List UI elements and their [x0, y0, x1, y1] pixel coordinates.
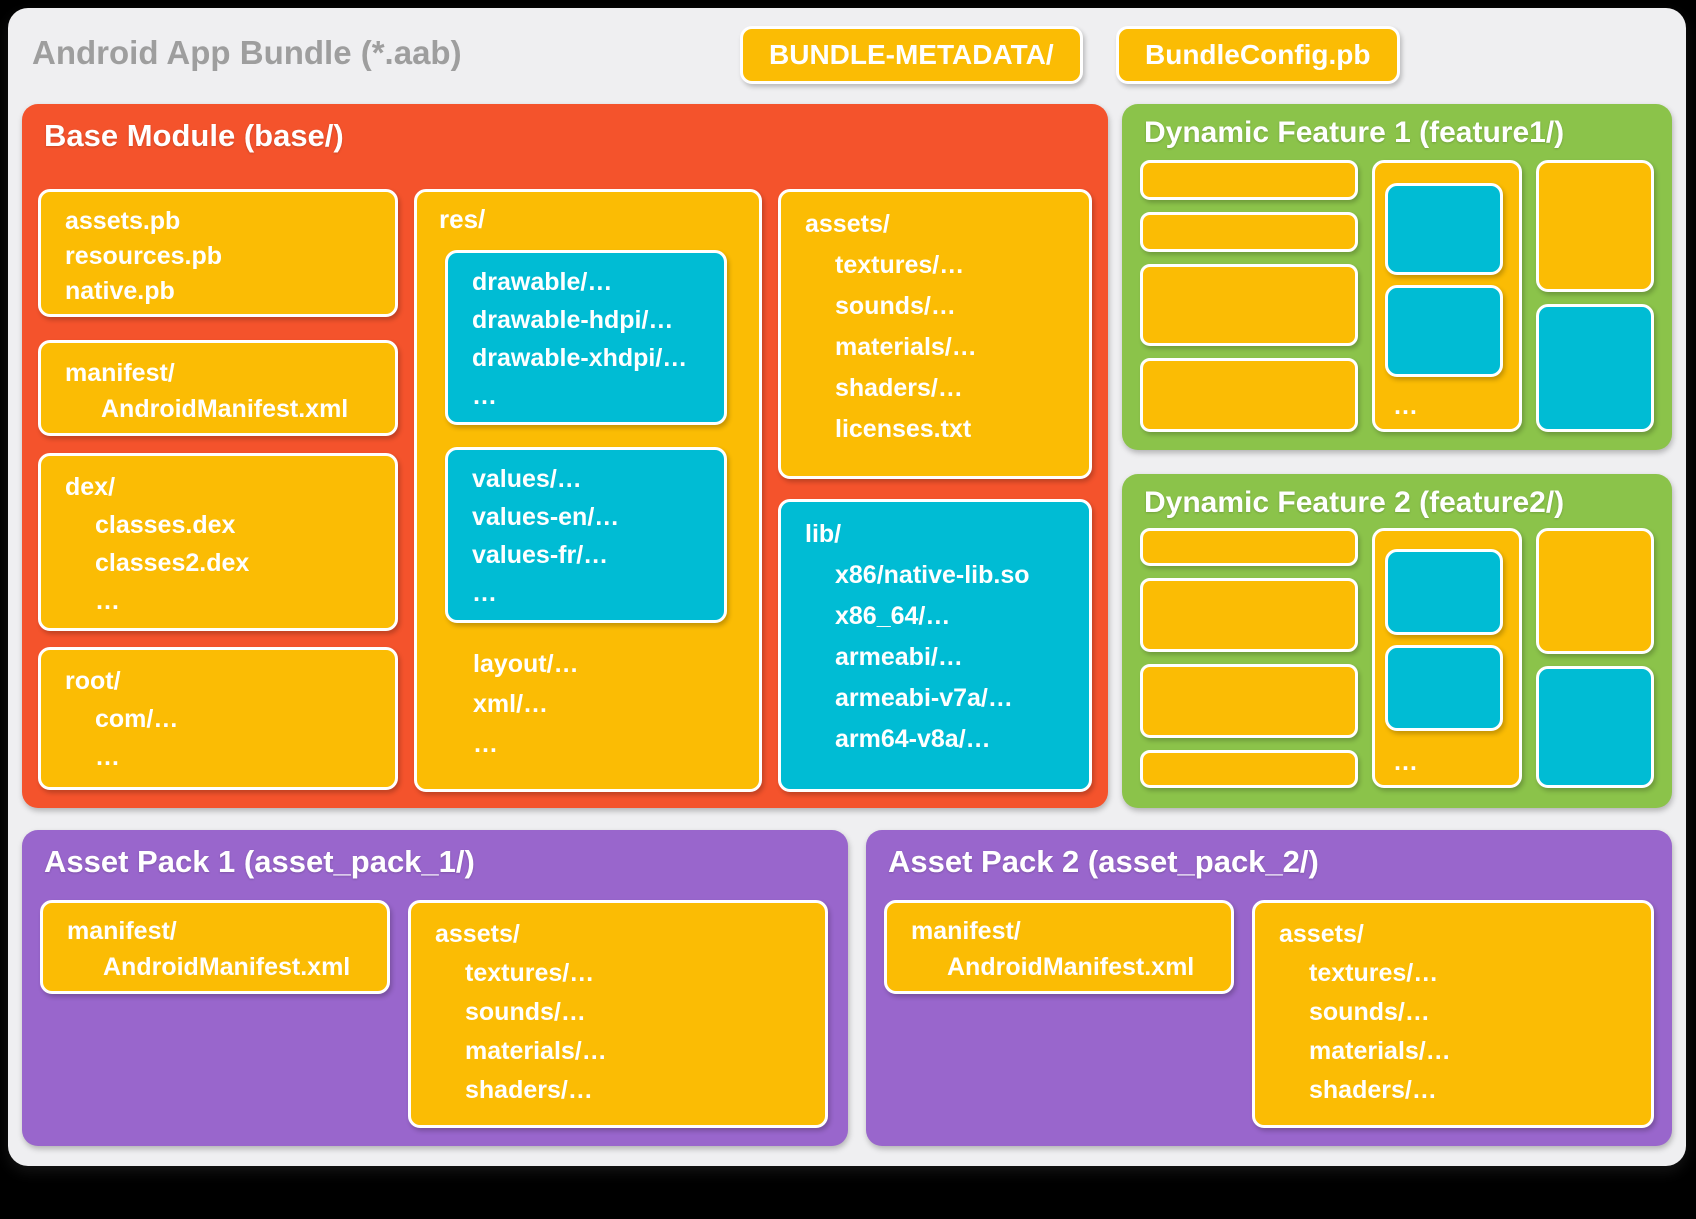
folder-line: lib/: [805, 520, 842, 548]
folder-line: textures/…: [835, 251, 965, 279]
ellipsis-line: …: [472, 579, 497, 607]
folder-line: values-fr/…: [472, 541, 609, 569]
mini-file-bar: [1140, 750, 1358, 788]
folder-line: manifest/: [911, 917, 1021, 945]
file-line: resources.pb: [65, 242, 223, 270]
file-line: com/…: [95, 705, 179, 733]
folder-line: armeabi/…: [835, 643, 963, 671]
folder-line: shaders/…: [465, 1076, 593, 1104]
base-manifest-box: manifest/ AndroidManifest.xml: [38, 340, 398, 436]
mini-config-box: [1385, 183, 1503, 275]
mini-lib-box: [1536, 666, 1654, 788]
mini-res-container: …: [1372, 528, 1522, 788]
ellipsis-line: …: [472, 382, 497, 410]
base-module-title: Base Module (base/): [44, 118, 344, 153]
folder-line: drawable-xhdpi/…: [472, 344, 688, 372]
file-line: native.pb: [65, 277, 175, 305]
base-module: Base Module (base/) assets.pb resources.…: [22, 104, 1108, 808]
folder-line: x86_64/…: [835, 602, 951, 630]
mini-file-bar: [1140, 160, 1358, 200]
folder-line: sounds/…: [1309, 998, 1430, 1026]
mini-file-bar: [1140, 264, 1358, 346]
values-box: values/… values-en/… values-fr/… …: [445, 447, 727, 623]
folder-line: dex/: [65, 473, 116, 501]
folder-line: manifest/: [65, 359, 175, 387]
file-line: AndroidManifest.xml: [101, 395, 349, 423]
dynamic-feature-1-title: Dynamic Feature 1 (feature1/): [1144, 116, 1565, 149]
pb-files-box: assets.pb resources.pb native.pb: [38, 189, 398, 317]
asset-pack-1-title: Asset Pack 1 (asset_pack_1/): [44, 844, 475, 879]
bundle-config-chip: BundleConfig.pb: [1116, 26, 1400, 84]
folder-line: drawable-hdpi/…: [472, 306, 674, 334]
pack-manifest-box: manifest/ AndroidManifest.xml: [884, 900, 1234, 994]
folder-line: layout/…: [473, 650, 579, 678]
mini-file-bar: [1140, 528, 1358, 566]
folder-line: assets/: [805, 210, 890, 238]
mini-asset-box: [1536, 160, 1654, 292]
mini-file-bar: [1140, 358, 1358, 432]
asset-pack-2: Asset Pack 2 (asset_pack_2/) manifest/ A…: [866, 830, 1672, 1146]
dynamic-feature-2-title: Dynamic Feature 2 (feature2/): [1144, 486, 1565, 519]
file-line: classes.dex: [95, 511, 236, 539]
pack-assets-box: assets/ textures/… sounds/… materials/… …: [408, 900, 828, 1128]
root-box: root/ com/… …: [38, 647, 398, 790]
folder-line: assets/: [1279, 920, 1364, 948]
res-label: res/: [439, 204, 486, 234]
mini-asset-box: [1536, 528, 1654, 654]
ellipsis-line: …: [95, 587, 120, 615]
dynamic-feature-1: Dynamic Feature 1 (feature1/) …: [1122, 104, 1672, 450]
asset-pack-2-title: Asset Pack 2 (asset_pack_2/): [888, 844, 1319, 879]
folder-line: values/…: [472, 465, 582, 493]
folder-line: shaders/…: [835, 374, 963, 402]
base-assets-box: assets/ textures/… sounds/… materials/… …: [778, 189, 1092, 479]
folder-line: sounds/…: [835, 292, 956, 320]
file-line: licenses.txt: [835, 415, 972, 443]
folder-line: sounds/…: [465, 998, 586, 1026]
folder-line: root/: [65, 667, 121, 695]
folder-line: values-en/…: [472, 503, 620, 531]
folder-line: manifest/: [67, 917, 177, 945]
file-line: assets.pb: [65, 207, 181, 235]
folder-line: assets/: [435, 920, 520, 948]
pack-assets-box: assets/ textures/… sounds/… materials/… …: [1252, 900, 1654, 1128]
folder-line: textures/…: [1309, 959, 1439, 987]
mini-config-box: [1385, 645, 1503, 731]
ellipsis-line: …: [1393, 392, 1418, 420]
mini-config-box: [1385, 285, 1503, 377]
folder-line: xml/…: [473, 690, 549, 718]
folder-line: textures/…: [465, 959, 595, 987]
folder-line: materials/…: [465, 1037, 607, 1065]
folder-line: materials/…: [835, 333, 977, 361]
res-box: res/ drawable/… drawable-hdpi/… drawable…: [414, 189, 762, 792]
file-line: AndroidManifest.xml: [103, 953, 351, 981]
mini-config-box: [1385, 549, 1503, 635]
drawable-box: drawable/… drawable-hdpi/… drawable-xhdp…: [445, 250, 727, 425]
file-line: classes2.dex: [95, 549, 250, 577]
ellipsis-line: …: [473, 730, 498, 758]
mini-file-bar: [1140, 664, 1358, 738]
ellipsis-line: …: [95, 743, 120, 771]
folder-line: materials/…: [1309, 1037, 1451, 1065]
dynamic-feature-2: Dynamic Feature 2 (feature2/) …: [1122, 474, 1672, 808]
file-line: AndroidManifest.xml: [947, 953, 1195, 981]
file-line: x86/native-lib.so: [835, 561, 1030, 589]
asset-pack-1: Asset Pack 1 (asset_pack_1/) manifest/ A…: [22, 830, 848, 1146]
mini-file-bar: [1140, 212, 1358, 252]
mini-lib-box: [1536, 304, 1654, 432]
dex-box: dex/ classes.dex classes2.dex …: [38, 453, 398, 631]
page-title: Android App Bundle (*.aab): [32, 34, 462, 71]
bundle-metadata-chip: BUNDLE-METADATA/: [740, 26, 1083, 84]
folder-line: shaders/…: [1309, 1076, 1437, 1104]
folder-line: armeabi-v7a/…: [835, 684, 1013, 712]
pack-manifest-box: manifest/ AndroidManifest.xml: [40, 900, 390, 994]
mini-res-container: …: [1372, 160, 1522, 432]
folder-line: arm64-v8a/…: [835, 725, 991, 753]
mini-file-bar: [1140, 578, 1358, 652]
bundle-card: Android App Bundle (*.aab) BUNDLE-METADA…: [8, 8, 1686, 1166]
folder-line: drawable/…: [472, 268, 613, 296]
lib-box: lib/ x86/native-lib.so x86_64/… armeabi/…: [778, 499, 1092, 792]
ellipsis-line: …: [1393, 748, 1418, 776]
